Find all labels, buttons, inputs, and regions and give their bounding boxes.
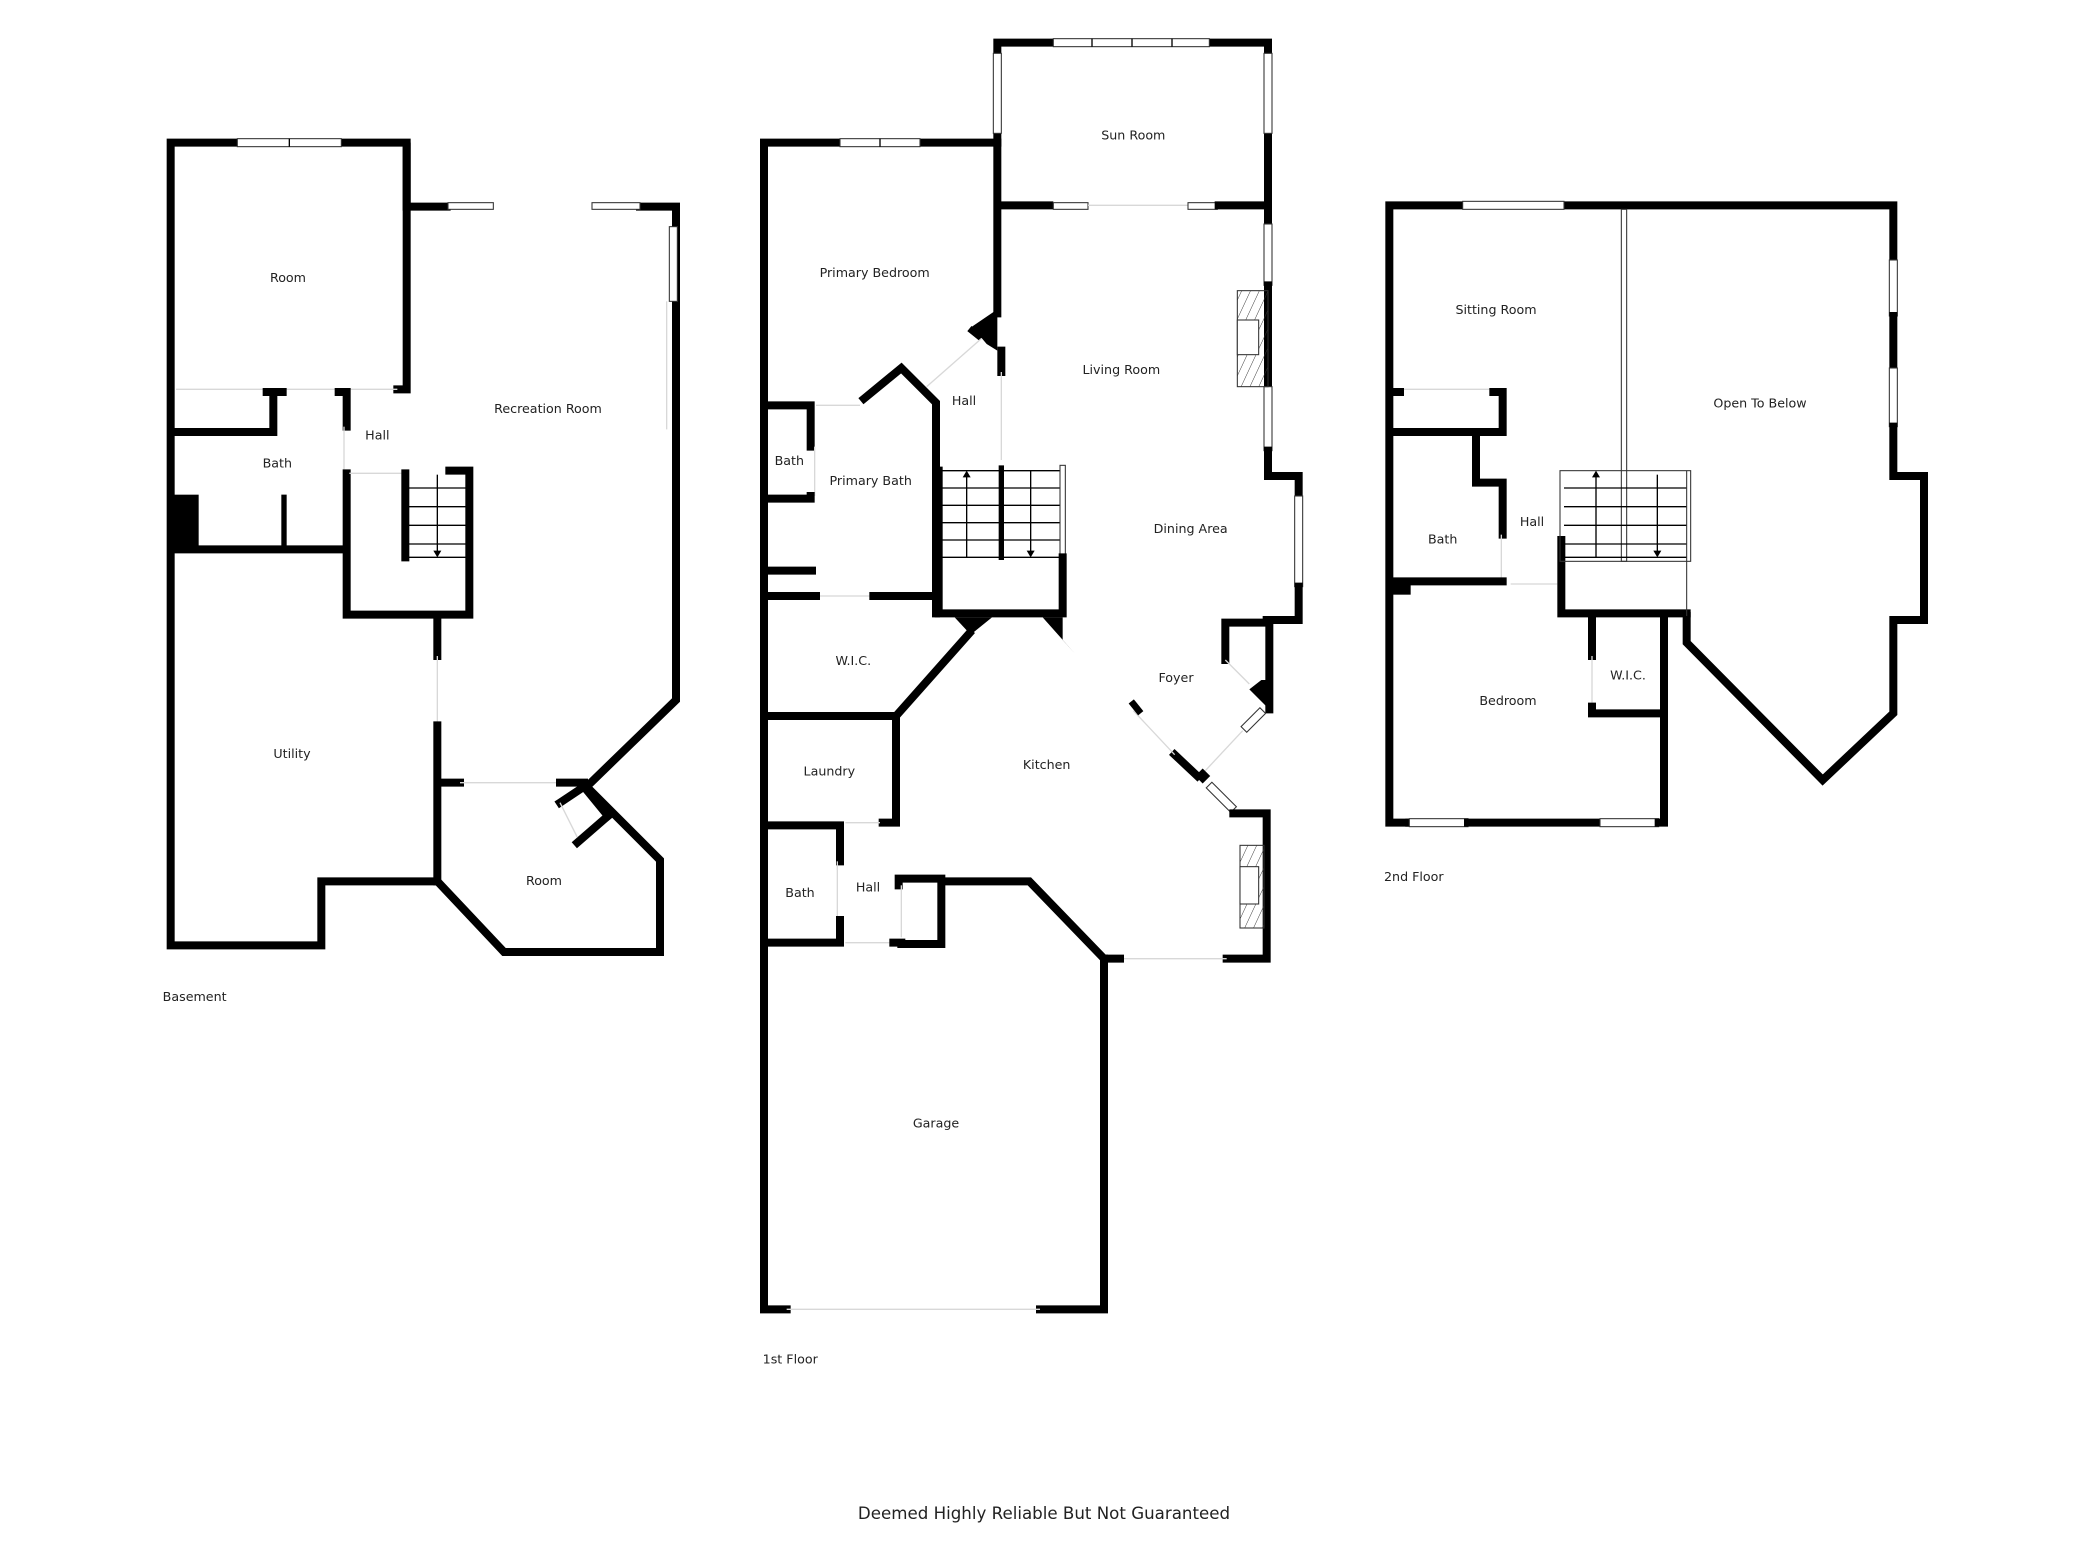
stairs-icon	[940, 464, 1066, 560]
stairs-icon	[408, 474, 467, 558]
first-floor-plan: Sun Room Primary Bedroom Living Room Hal…	[760, 38, 1304, 1367]
room-label: Recreation Room	[494, 401, 602, 416]
room-label: Foyer	[1158, 670, 1194, 685]
room-label: Sun Room	[1101, 128, 1165, 143]
room-label: Laundry	[804, 764, 856, 779]
room-label: Hall	[1520, 514, 1544, 529]
second-floor-plan: Sitting Room Open To Below Hall Bath Bed…	[1384, 200, 1928, 884]
room-label: Hall	[856, 880, 880, 895]
room-label: Hall	[365, 428, 389, 443]
room-label: Bedroom	[1479, 693, 1536, 708]
room-label: Room	[526, 873, 562, 888]
room-label: Hall	[952, 393, 976, 408]
room-label: Primary Bedroom	[820, 265, 930, 280]
room-label: Sitting Room	[1455, 302, 1536, 317]
room-label: Bath	[785, 885, 814, 900]
disclaimer: Deemed Highly Reliable But Not Guarantee…	[858, 1504, 1230, 1523]
room-label: Room	[270, 270, 306, 285]
room-label: Garage	[913, 1116, 960, 1131]
room-label: W.I.C.	[1610, 668, 1646, 683]
floor-label-basement: Basement	[163, 989, 227, 1004]
room-label: Bath	[263, 456, 292, 471]
room-label: Bath	[775, 453, 804, 468]
room-label: Utility	[273, 746, 311, 761]
room-label: Open To Below	[1713, 396, 1806, 411]
floor-label-second: 2nd Floor	[1384, 869, 1444, 884]
stairs-icon	[1559, 470, 1692, 616]
basement-plan: Room Recreation Room Hall Bath Utility R…	[163, 138, 680, 1004]
room-label: W.I.C.	[835, 653, 871, 668]
room-label: Dining Area	[1154, 521, 1228, 536]
room-label: Living Room	[1082, 362, 1160, 377]
floor-label-first: 1st Floor	[763, 1352, 819, 1367]
room-label: Bath	[1428, 532, 1457, 547]
room-label: Primary Bath	[829, 473, 911, 488]
room-label: Kitchen	[1023, 757, 1071, 772]
